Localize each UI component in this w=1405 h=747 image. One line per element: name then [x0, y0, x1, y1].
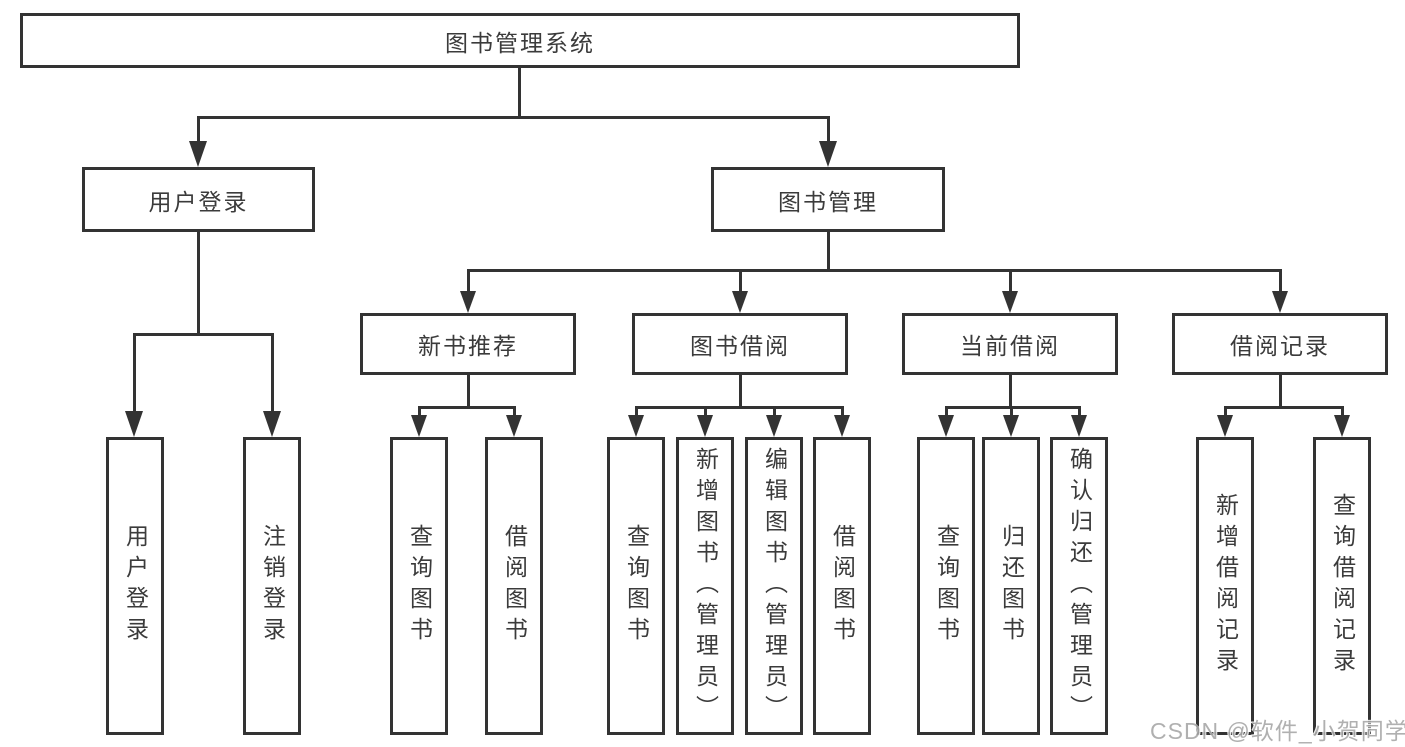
node-label: 图书管理 — [778, 188, 878, 215]
connector-line — [133, 333, 273, 336]
arrow-down-icon — [460, 291, 476, 313]
connector-line — [418, 406, 421, 417]
leaf-add-book-admin: 新增图书（管理员） — [676, 437, 734, 735]
node-current-borrowing: 当前借阅 — [902, 313, 1118, 375]
connector-line — [1078, 406, 1081, 417]
connector-line — [467, 375, 470, 409]
connector-line — [418, 406, 516, 409]
connector-line — [513, 406, 516, 417]
arrow-down-icon — [506, 415, 522, 437]
node-label: 图书管理系统 — [445, 29, 595, 56]
node-library-system: 图书管理系统 — [20, 13, 1020, 68]
node-borrowing-records: 借阅记录 — [1172, 313, 1388, 375]
node-label: 图书借阅 — [690, 333, 790, 359]
node-label: 用户登录 — [148, 188, 249, 215]
leaf-borrow-books: 借阅图书 — [813, 437, 871, 735]
arrow-down-icon — [1071, 415, 1087, 437]
arrow-down-icon — [834, 415, 850, 437]
node-user-login: 用户登录 — [82, 167, 315, 232]
node-label: 查询借阅记录 — [1329, 493, 1356, 679]
connector-line — [1010, 406, 1013, 417]
leaf-query-books-borrow: 查询图书 — [607, 437, 665, 735]
connector-line — [945, 406, 948, 417]
connector-line — [827, 232, 830, 272]
leaf-logout: 注销登录 — [243, 437, 301, 735]
node-label: 查询图书 — [933, 524, 960, 648]
connector-line — [197, 116, 830, 119]
connector-line — [197, 232, 200, 335]
connector-line — [467, 269, 470, 295]
node-label: 归还图书 — [998, 524, 1025, 648]
connector-line — [133, 333, 136, 413]
arrow-down-icon — [1003, 415, 1019, 437]
leaf-return-books: 归还图书 — [982, 437, 1040, 735]
node-label: 用户登录 — [122, 524, 149, 648]
arrow-down-icon — [1217, 415, 1233, 437]
leaf-query-books-recommend: 查询图书 — [390, 437, 448, 735]
node-label: 借阅图书 — [501, 524, 528, 648]
leaf-query-borrow-record: 查询借阅记录 — [1313, 437, 1371, 735]
node-label: 查询图书 — [623, 524, 650, 648]
connector-line — [635, 406, 638, 417]
arrow-down-icon — [628, 415, 644, 437]
arrow-down-icon — [1334, 415, 1350, 437]
connector-line — [1009, 269, 1012, 295]
node-book-management: 图书管理 — [711, 167, 945, 232]
arrow-down-icon — [1002, 291, 1018, 313]
node-label: 查询图书 — [406, 524, 433, 648]
node-label: 新书推荐 — [418, 333, 518, 359]
node-label: 当前借阅 — [960, 333, 1060, 359]
node-new-book-recommendation: 新书推荐 — [360, 313, 576, 375]
connector-line — [1279, 269, 1282, 295]
connector-line — [841, 406, 844, 417]
connector-line — [271, 333, 274, 413]
arrow-down-icon — [263, 411, 281, 437]
arrow-down-icon — [732, 291, 748, 313]
connector-line — [1009, 375, 1012, 409]
node-label: 注销登录 — [259, 524, 286, 648]
connector-line — [1279, 375, 1282, 409]
connector-line — [945, 406, 1081, 409]
connector-line — [518, 68, 521, 117]
connector-line — [197, 116, 200, 148]
leaf-borrow-books-recommend: 借阅图书 — [485, 437, 543, 735]
connector-line — [704, 406, 707, 417]
arrow-down-icon — [189, 141, 207, 167]
watermark-text: CSDN @软件_小贺同学 — [1150, 718, 1405, 744]
arrow-down-icon — [411, 415, 427, 437]
leaf-confirm-return-admin: 确认归还（管理员） — [1050, 437, 1108, 735]
node-label: 确认归还（管理员） — [1066, 446, 1093, 726]
connector-line — [739, 375, 742, 409]
arrow-down-icon — [819, 141, 837, 167]
node-label: 借阅记录 — [1230, 333, 1330, 359]
connector-line — [635, 406, 843, 409]
node-label: 借阅图书 — [829, 524, 856, 648]
connector-line — [467, 269, 1281, 272]
leaf-edit-book-admin: 编辑图书（管理员） — [745, 437, 803, 735]
connector-line — [739, 269, 742, 295]
node-label: 新增借阅记录 — [1212, 493, 1239, 679]
connector-line — [1224, 406, 1227, 417]
arrow-down-icon — [938, 415, 954, 437]
arrow-down-icon — [697, 415, 713, 437]
node-label: 编辑图书（管理员） — [761, 446, 788, 726]
arrow-down-icon — [125, 411, 143, 437]
node-book-borrowing: 图书借阅 — [632, 313, 848, 375]
connector-line — [827, 116, 830, 148]
connector-line — [773, 406, 776, 417]
node-label: 新增图书（管理员） — [692, 446, 719, 726]
leaf-user-login: 用户登录 — [106, 437, 164, 735]
connector-line — [1341, 406, 1344, 417]
leaf-query-books-current: 查询图书 — [917, 437, 975, 735]
connector-line — [1224, 406, 1344, 409]
arrow-down-icon — [1272, 291, 1288, 313]
arrow-down-icon — [766, 415, 782, 437]
leaf-add-borrow-record: 新增借阅记录 — [1196, 437, 1254, 735]
